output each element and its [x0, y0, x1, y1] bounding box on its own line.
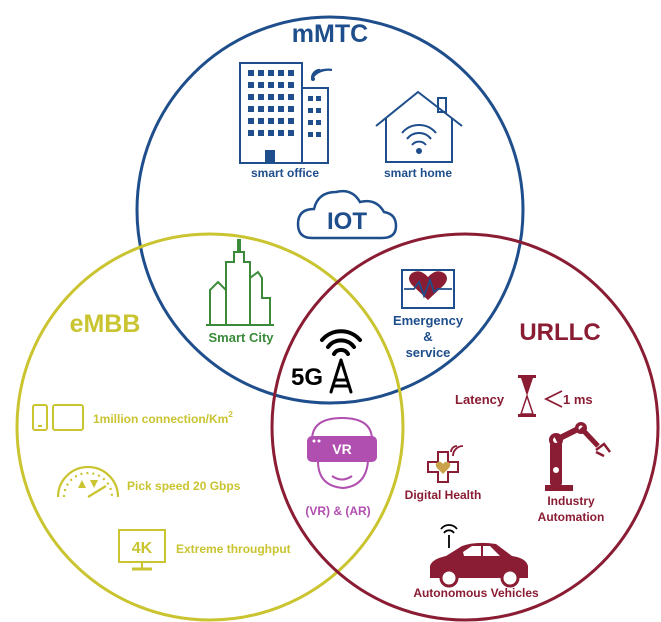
car-wifi-icon: [440, 524, 458, 548]
embb-circle: [15, 232, 405, 622]
emergency-label-3: service: [406, 345, 451, 360]
vr-headset-icon: [307, 416, 377, 490]
mmtc-circle: [135, 15, 525, 405]
digital-health-label: Digital Health: [405, 488, 482, 502]
phone-icon: [32, 404, 48, 431]
medical-cross-icon: [427, 445, 464, 483]
embb-title: eMBB: [70, 310, 141, 338]
house-icon: [375, 90, 463, 163]
industry-label-1: Industry: [547, 494, 595, 508]
antenna-icon: [320, 329, 362, 394]
latency-value: 1 ms: [563, 392, 593, 407]
cloud-icon: [296, 189, 398, 240]
connections-superscript: 2: [228, 410, 233, 419]
speedometer-icon: [56, 465, 120, 498]
throughput-label: Extreme throughput: [176, 542, 291, 556]
tablet-icon: [52, 404, 84, 431]
urllc-title: URLLC: [519, 319, 600, 346]
wifi-icon: [310, 68, 333, 81]
car-icon: [430, 542, 528, 588]
robot-arm-icon: [545, 422, 611, 491]
iot-label: IOT: [327, 208, 367, 235]
monitor-icon: [118, 529, 166, 571]
mmtc-title: mMTC: [292, 20, 368, 48]
industry-label-2: Automation: [538, 510, 605, 524]
emergency-label-1: Emergency: [393, 313, 464, 328]
heart-monitor-icon: [401, 269, 455, 309]
vr-badge: VR: [332, 441, 351, 457]
center-5g-label: 5G: [291, 364, 323, 391]
emergency-label-2: &: [423, 329, 432, 344]
vehicles-label: Autonomous Vehicles: [413, 586, 539, 600]
smart-home-label: smart home: [384, 166, 452, 180]
latency-label: Latency: [455, 392, 505, 407]
building-icon: [239, 62, 329, 164]
hourglass-icon: [518, 375, 536, 417]
less-than-icon: [543, 390, 563, 408]
connections-label: 1million connection/Km2: [93, 410, 233, 426]
city-icon: [206, 239, 274, 326]
urllc-circle: [270, 232, 660, 622]
vr-ar-label: (VR) & (AR): [305, 504, 370, 518]
smart-city-label: Smart City: [208, 330, 274, 345]
smart-office-label: smart office: [251, 166, 319, 180]
speed-label: Pick speed 20 Gbps: [127, 479, 241, 493]
4k-badge: 4K: [132, 540, 153, 557]
